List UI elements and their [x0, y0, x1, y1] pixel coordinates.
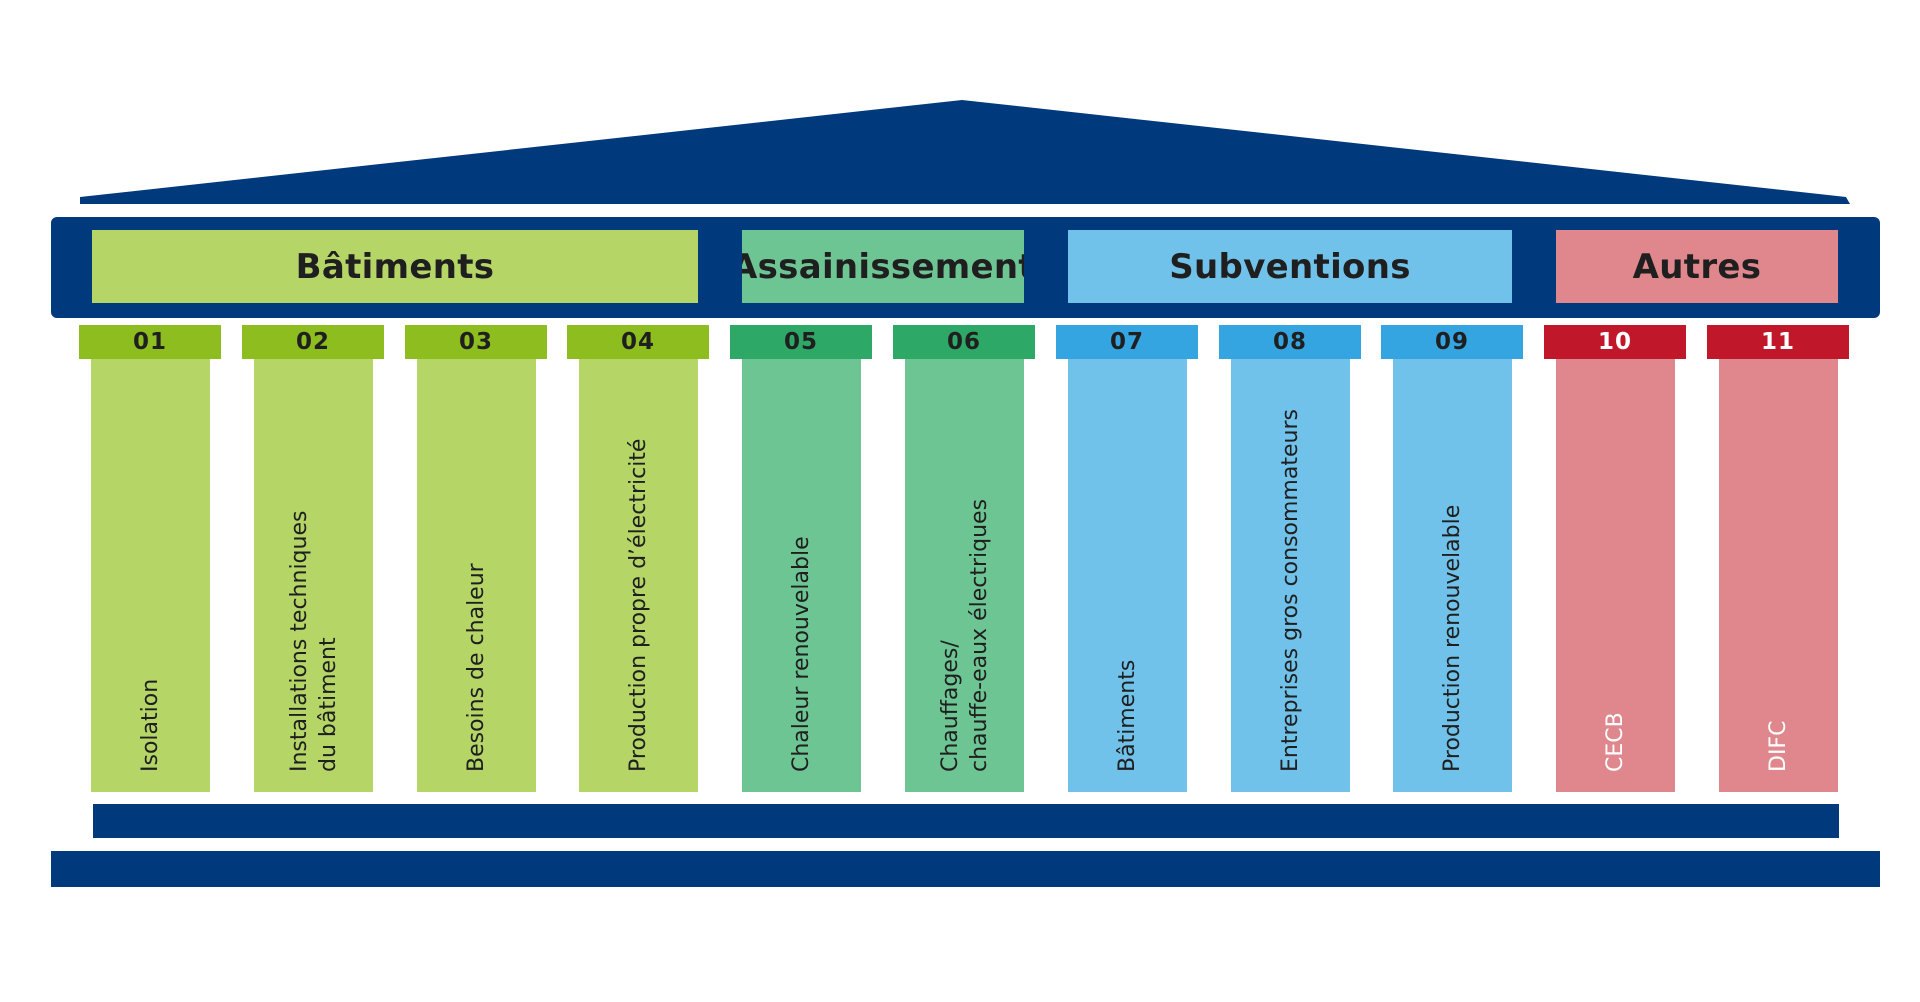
pillar-number-02: 02	[242, 325, 384, 359]
pillar-10: CECB	[1556, 359, 1675, 792]
pillar-11: DIFC	[1719, 359, 1838, 792]
pillar-label-line: Installations techniques	[287, 510, 312, 772]
pillar-label-line: Production propre d’électricité	[626, 438, 651, 772]
pillar-09: Production renouvelable	[1393, 359, 1512, 792]
pillar-number-04: 04	[567, 325, 709, 359]
pillar-label-09: Production renouvelable	[1438, 505, 1467, 772]
pillar-number-01: 01	[79, 325, 221, 359]
pillar-label-line: Besoins de chaleur	[464, 563, 489, 772]
pillar-label-line: Isolation	[138, 678, 163, 772]
pillar-label-07: Bâtiments	[1113, 660, 1142, 772]
pillar-label-10: CECB	[1601, 712, 1630, 772]
pillar-number-08: 08	[1219, 325, 1361, 359]
pillar-label-03: Besoins de chaleur	[462, 563, 491, 772]
pillar-label-line: Bâtiments	[1115, 659, 1140, 772]
roof-shape	[80, 100, 1850, 204]
pillar-05: Chaleur renouvelable	[742, 359, 861, 792]
pillar-08: Entreprises gros consommateurs	[1231, 359, 1350, 792]
pillar-label-line: CECB	[1603, 712, 1628, 772]
pillar-07: Bâtiments	[1068, 359, 1187, 792]
category-subventions: Subventions	[1068, 230, 1512, 303]
pillar-label-05: Chaleur renouvelable	[787, 536, 816, 772]
pillar-number-05: 05	[730, 325, 872, 359]
pillar-label-line: Chaleur renouvelable	[789, 536, 814, 772]
pillar-label-04: Production propre d’électricité	[624, 439, 653, 772]
pillar-03: Besoins de chaleur	[417, 359, 536, 792]
pillar-number-11: 11	[1707, 325, 1849, 359]
pillar-number-10: 10	[1544, 325, 1686, 359]
pillar-06: Chauffages/chauffe-eaux électriques	[905, 359, 1024, 792]
foundation-bar	[51, 851, 1880, 887]
pillar-number-09: 09	[1381, 325, 1523, 359]
pillar-label-line: Production renouvelable	[1440, 504, 1465, 772]
pillar-label-06: Chauffages/chauffe-eaux électriques	[936, 499, 994, 772]
pillar-04: Production propre d’électricité	[579, 359, 698, 792]
roof-pediment	[80, 100, 1850, 204]
pillar-label-line: Chauffages/	[938, 640, 963, 772]
category-autres: Autres	[1556, 230, 1838, 303]
pillar-label-11: DIFC	[1764, 721, 1793, 772]
pillar-label-08: Entreprises gros consommateurs	[1276, 409, 1305, 772]
pillar-label-01: Isolation	[136, 679, 165, 772]
pillar-label-line: Entreprises gros consommateurs	[1278, 409, 1303, 772]
pillar-number-07: 07	[1056, 325, 1198, 359]
category-batiments: Bâtiments	[92, 230, 698, 303]
pillar-label-line: chauffe-eaux électriques	[967, 498, 992, 772]
pillar-number-03: 03	[405, 325, 547, 359]
pillar-label-line: du bâtiment	[316, 637, 341, 772]
pillar-01: Isolation	[91, 359, 210, 792]
pillar-base-bar	[93, 804, 1839, 838]
category-assainissement: Assainissement	[742, 230, 1024, 303]
pillar-number-06: 06	[893, 325, 1035, 359]
pillar-label-line: DIFC	[1766, 720, 1791, 772]
